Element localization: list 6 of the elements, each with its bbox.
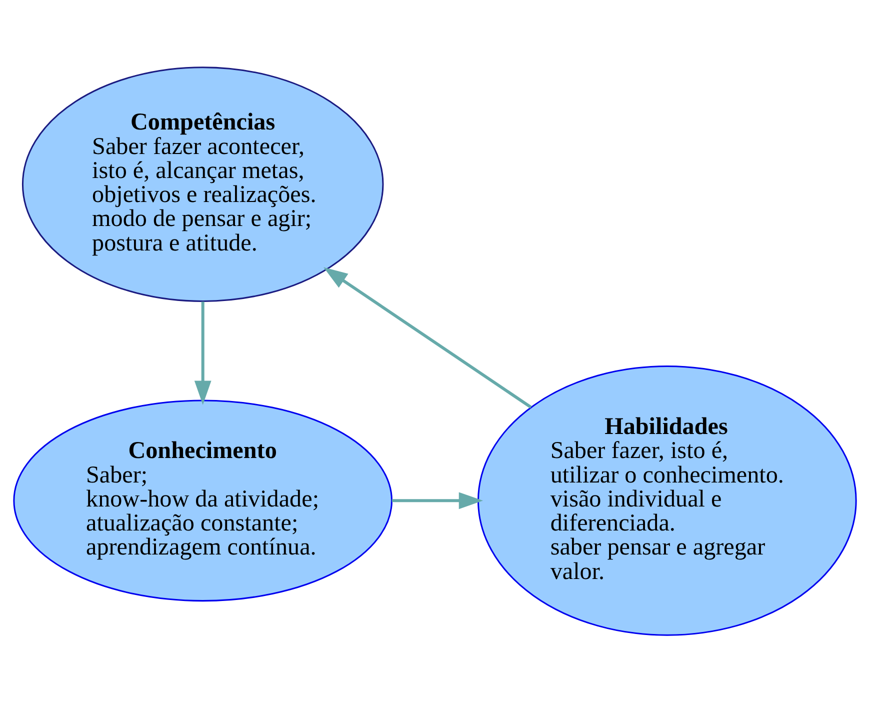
- node-ellipse: Habilidades Saber fazer, isto é, utilizar o conhecimento. visão individual e diferenciada. saber pensar e agregar valor.: [477, 365, 857, 636]
- node-ellipse: Conhecimento Saber; know-how da atividade; atualização constante; aprendizagem contínua.: [13, 400, 393, 602]
- node-ellipse: Competências Saber fazer acontecer, isto é, alcançar metas, objetivos e realizações. modo de pensar e agir; postura e atitude.: [22, 66, 384, 302]
- arrow: [194, 302, 212, 405]
- arrow: [324, 267, 532, 408]
- arrow: [392, 492, 484, 510]
